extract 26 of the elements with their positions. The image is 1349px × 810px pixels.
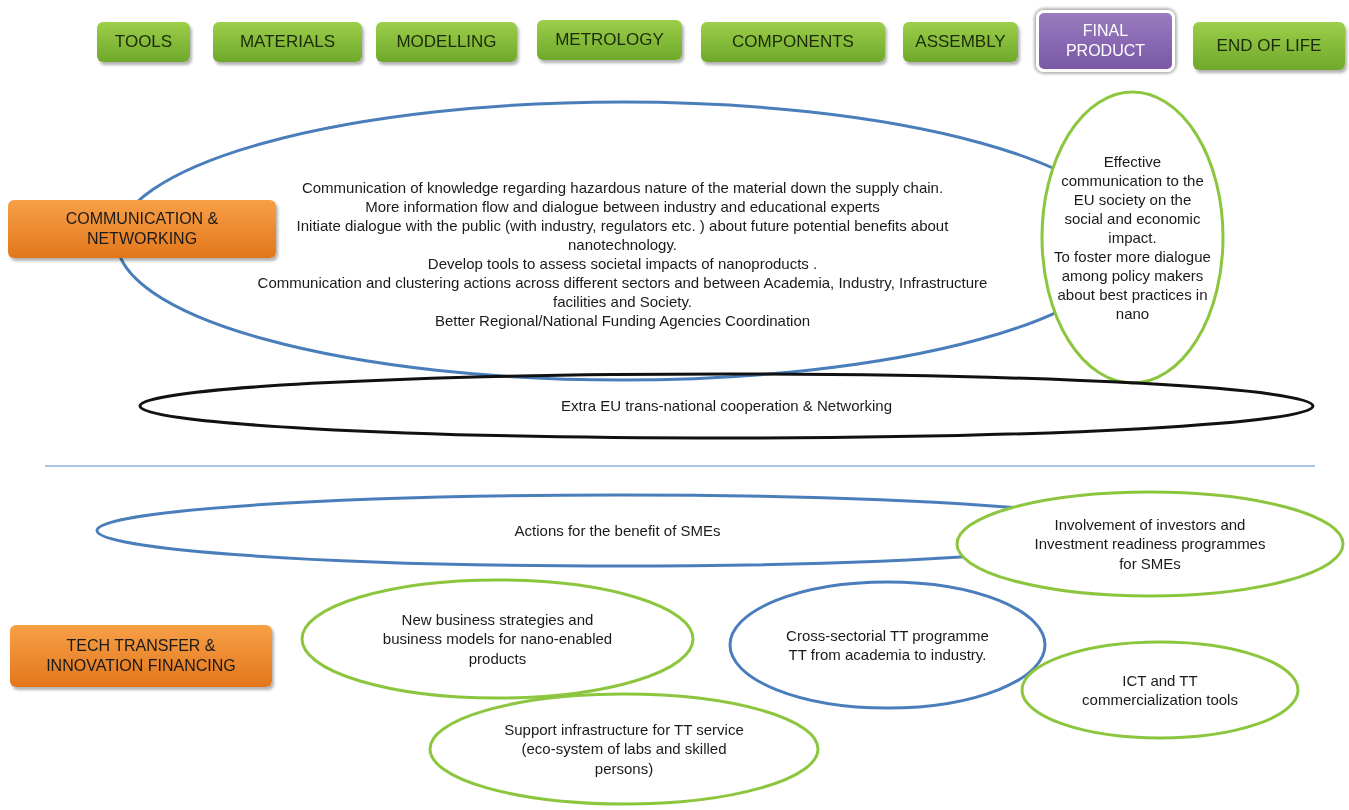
ellipse-text: Communication and clustering actions across different sectors and between Academia, Industry, Infrastructure facilities and Society.: [256, 273, 989, 312]
ellipse-text: ICT and TT commercialization tools: [1081, 670, 1239, 710]
category-label: COMMUNICATION & NETWORKING: [8, 200, 276, 258]
ellipse-text: More information flow and dialogue between industry and educational experts: [365, 196, 880, 216]
ellipse-text: Support infrastructure for TT service (eco-system of labs and skilled persons): [503, 720, 745, 778]
category-label: TECH TRANSFER & INNOVATION FINANCING: [10, 625, 272, 687]
ellipse-text: Cross-sectorial TT programme: [786, 625, 989, 645]
stage-tab: ASSEMBLY: [903, 22, 1018, 62]
stage-tab: FINAL PRODUCT: [1036, 10, 1175, 72]
stage-tab: MATERIALS: [213, 22, 362, 62]
ellipse-text: Better Regional/National Funding Agencies Coordination: [434, 311, 811, 331]
stage-tab: END OF LIFE: [1193, 22, 1345, 70]
ellipse-text: Effective communication to the EU society on the social and economic impact.: [1060, 151, 1205, 247]
ellipse-text: Extra EU trans-national cooperation & Networking: [561, 396, 892, 416]
stage-tab: MODELLING: [376, 22, 517, 62]
ellipse-text: Develop tools to assess societal impacts of nanoproducts .: [427, 254, 818, 274]
stage-tab: COMPONENTS: [701, 22, 885, 62]
ellipse-text: To foster more dialogue among policy makers about best practices in nano: [1053, 247, 1212, 324]
stage-tab: TOOLS: [97, 22, 190, 62]
ellipse-text: Initiate dialogue with the public (with industry, regulators etc. ) about future potential benefits about nanotechnology.: [295, 215, 950, 254]
ellipse-text: Actions for the benefit of SMEs: [514, 520, 721, 540]
stage-tab: METROLOGY: [537, 20, 682, 60]
ellipse-text: TT from academia to industry.: [788, 645, 987, 665]
ellipse-text: Communication of knowledge regarding hazardous nature of the material down the supply chain.: [301, 177, 944, 197]
ellipse-text: Involvement of investors and Investment readiness programmes for SMEs: [1033, 515, 1267, 573]
ellipse-text: New business strategies and business models for nano-enabled products: [381, 610, 614, 668]
